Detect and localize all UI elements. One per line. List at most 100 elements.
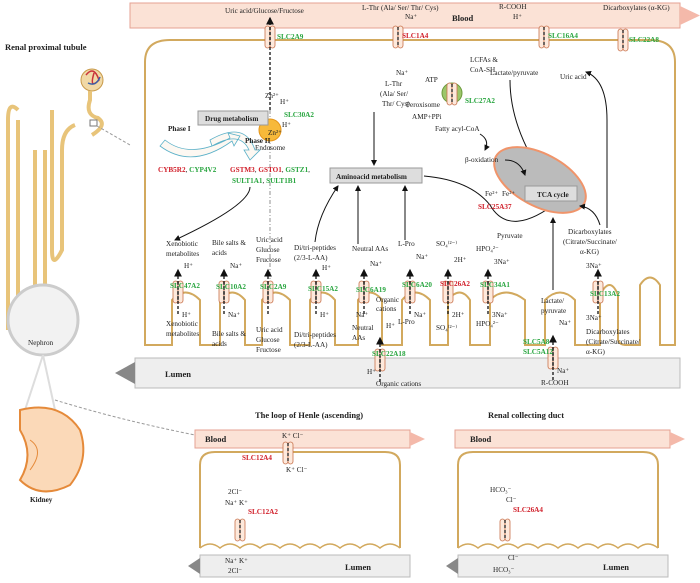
ion-label: Cl⁻ (506, 496, 517, 504)
substrate-label: Uric acid/Glucose/Fructose (225, 7, 304, 15)
gene-label: GSTZ1 (285, 166, 308, 174)
henle-panel: The loop of Henle (ascending) Blood Lume… (188, 410, 425, 578)
gene-label: SLC47A2 (170, 282, 200, 290)
blood-flow-arrow (680, 6, 700, 25)
substrate-label: acids (212, 249, 227, 257)
substrate-label: Di/tri-peptides (294, 244, 336, 252)
ion-label: H⁺ (322, 264, 331, 272)
apical-transporter-slc47a2: XenobioticmetabolitesXenobioticmetabolit… (166, 240, 200, 338)
lumen-flow-arrow (115, 362, 135, 384)
ion-label: Na⁺ (396, 69, 408, 77)
arrow (504, 159, 527, 176)
gene-label: SLC26A2 (440, 280, 470, 288)
substrate-label: Di/tri-peptides (294, 331, 336, 339)
ion-label: H⁺ (280, 98, 289, 106)
drug-metabolism-box (197, 110, 269, 126)
apical-transporters: XenobioticmetabolitesXenobioticmetabolit… (166, 236, 640, 388)
collecting-duct-panel: Renal collecting duct Blood Lumen HCO₃⁻ … (446, 410, 685, 578)
substrate-label: R-COOH (499, 3, 527, 11)
ion-label: K⁺ (239, 557, 248, 565)
ion-label: Cl⁻ (508, 554, 519, 562)
blood-label: Blood (452, 13, 474, 23)
ion-label: 3Na⁺ (494, 258, 510, 266)
substrate-label: ATP (425, 76, 438, 84)
gene-label: SLC27A2 (465, 97, 495, 105)
organelle-label: Peroxisome (406, 101, 440, 109)
arrow (479, 133, 490, 151)
process-label: Drug metabolism (205, 115, 258, 123)
mitochondrion-icon (493, 146, 587, 214)
ion-label: H⁺ (282, 121, 291, 129)
substrate-label: Dicarboxylates (586, 328, 630, 336)
arrow (314, 185, 339, 243)
substrate-label: Bile salts & (212, 330, 246, 338)
ion-label: Cl⁻ (293, 432, 304, 440)
substrate-label: (2/3-L-AA) (294, 341, 328, 349)
apical-transporter-slc13a2: 3Na⁺3Na⁺Dicarboxylates(Citrate/Succinate… (586, 262, 640, 356)
ion-label: Na⁺ (414, 311, 426, 319)
ion-label: Zn²⁺ (268, 129, 282, 137)
ion-label: Na⁺ (559, 319, 571, 327)
gene-label: SLC15A2 (308, 285, 338, 293)
lumen-label: Lumen (165, 369, 191, 379)
substrate-label: Uric acid (256, 236, 283, 244)
ion-label: HCO₃⁻ (490, 486, 512, 494)
ion-label: Zn²⁺ (265, 92, 279, 100)
substrate-label: Lactate/ (541, 297, 564, 305)
substrate-label: Organic cations (376, 380, 421, 388)
phase-label: Phase II (245, 137, 271, 145)
blood-label: Blood (470, 434, 492, 444)
lumen-flow-arrow (188, 558, 200, 574)
substrate-label: Fatty acyl-CoA (435, 125, 480, 133)
ion-label: H⁺ (184, 262, 193, 270)
gene-label: GSTM3 (230, 166, 255, 174)
ion-label: Na⁺ (405, 13, 417, 21)
nephron-label: Nephron (28, 339, 54, 347)
process-label: TCA cycle (537, 191, 569, 199)
substrate-label: α-KG) (586, 348, 606, 356)
substrate-label: (Ala/ Ser/ (380, 90, 408, 98)
substrate-label: Xenobiotic (166, 240, 198, 248)
gene-label: SLC5A8 (523, 338, 550, 346)
gene-label: CYP4V2 (189, 166, 217, 174)
lumen (457, 554, 669, 578)
apical-transporter-slc5a8: Lactate/pyruvateR-COOHSLC5A8SLC5A12Na⁺Na… (523, 297, 571, 387)
ion-label: HCO₃⁻ (493, 566, 515, 574)
substrate-label: L-Pro (398, 240, 415, 248)
gene-label: SLC12A2 (248, 508, 278, 516)
substrate-label: R-COOH (541, 379, 569, 387)
gene-label: SLC26A4 (513, 506, 543, 514)
substrate-label: SO₄⁽²⁻⁾ (436, 324, 457, 332)
apical-transporter-slc15a2: Di/tri-peptides (2/3-L-AA) Di/tri-peptides… (294, 244, 338, 349)
substrate-label: Uric acid (256, 326, 283, 334)
substrate-label: 3Na⁺ (586, 262, 602, 270)
substrate-label: Glucose (256, 246, 280, 254)
gene-label: SLC5A12 (523, 348, 553, 356)
ion-label: Na⁺ (225, 557, 237, 565)
panel-title: Renal proximal tubule (5, 42, 87, 52)
substrate-label: (2/3-L-AA) (294, 254, 328, 262)
arrow (423, 175, 561, 222)
substrate-label: Dicarboxylates (α-KG) (603, 4, 670, 12)
gene-label: SULT1B1 (266, 177, 297, 185)
ion-label: Na⁺ (356, 311, 368, 319)
substrate-label: pyruvate (541, 307, 566, 315)
ion-label: Na⁺ (230, 262, 242, 270)
ion-label: Na⁺ (416, 253, 428, 261)
kidney-label: Kidney (30, 496, 53, 504)
gene-label: SLC16A4 (548, 32, 578, 40)
substrate-label: 3Na⁺ (586, 314, 602, 322)
substrate-label: acids (212, 340, 227, 348)
substrate-label: CoA-SH (470, 66, 495, 74)
gene-label: SLC6A19 (356, 286, 386, 294)
ion-label: Na⁺ (557, 367, 569, 375)
ion-label: Na⁺ (225, 499, 237, 507)
gene-label: SLC6A20 (402, 281, 432, 289)
substrate-label: Neutral AAs (352, 245, 388, 253)
transporter-icon (282, 441, 294, 465)
cell-membrane (457, 451, 659, 548)
